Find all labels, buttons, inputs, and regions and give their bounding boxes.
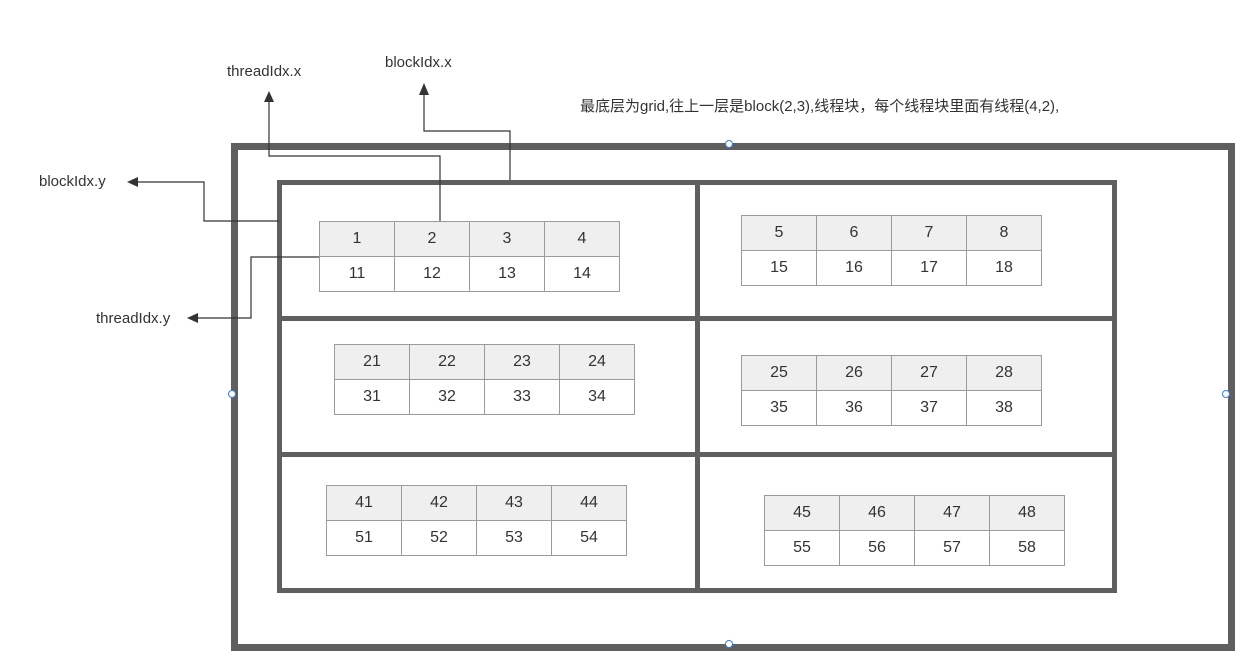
thread-cell: 11 — [319, 256, 395, 292]
thread-cell: 25 — [741, 355, 817, 391]
thread-cell: 56 — [839, 530, 915, 566]
selection-handle-bottom[interactable] — [725, 640, 733, 648]
thread-table: 5 6 7 8 15 16 17 18 — [741, 215, 1042, 286]
thread-cell: 7 — [891, 215, 967, 251]
thread-cell: 26 — [816, 355, 892, 391]
thread-cell: 23 — [484, 344, 560, 380]
thread-cell: 15 — [741, 250, 817, 286]
arrowhead-up-icon — [419, 83, 429, 95]
thread-cell: 52 — [401, 520, 477, 556]
thread-cell: 3 — [469, 221, 545, 257]
thread-cell: 42 — [401, 485, 477, 521]
block-idx-y-label: blockIdx.y — [39, 173, 106, 190]
thread-cell: 17 — [891, 250, 967, 286]
description-text: 最底层为grid,往上一层是block(2,3),线程块，每个线程块里面有线程(… — [580, 98, 1060, 115]
selection-handle-top[interactable] — [725, 140, 733, 148]
thread-cell: 33 — [484, 379, 560, 415]
thread-cell: 54 — [551, 520, 627, 556]
thread-cell: 28 — [966, 355, 1042, 391]
thread-cell: 34 — [559, 379, 635, 415]
thread-cell: 6 — [816, 215, 892, 251]
thread-cell: 36 — [816, 390, 892, 426]
block-idx-x-label: blockIdx.x — [385, 54, 452, 71]
thread-table: 41 42 43 44 51 52 53 54 — [326, 485, 627, 556]
thread-table: 1 2 3 4 11 12 13 14 — [319, 221, 620, 292]
thread-cell: 27 — [891, 355, 967, 391]
arrowhead-up-icon — [264, 91, 274, 102]
thread-cell: 57 — [914, 530, 990, 566]
thread-cell: 44 — [551, 485, 627, 521]
arrowhead-left-icon — [127, 177, 138, 187]
thread-cell: 51 — [326, 520, 402, 556]
thread-cell: 37 — [891, 390, 967, 426]
thread-cell: 12 — [394, 256, 470, 292]
thread-idx-y-label: threadIdx.y — [96, 310, 171, 327]
thread-cell: 32 — [409, 379, 485, 415]
thread-cell: 5 — [741, 215, 817, 251]
thread-cell: 45 — [764, 495, 840, 531]
thread-cell: 35 — [741, 390, 817, 426]
thread-cell: 53 — [476, 520, 552, 556]
thread-cell: 46 — [839, 495, 915, 531]
thread-cell: 22 — [409, 344, 485, 380]
thread-cell: 21 — [334, 344, 410, 380]
thread-cell: 55 — [764, 530, 840, 566]
thread-table: 21 22 23 24 31 32 33 34 — [334, 344, 635, 415]
thread-cell: 14 — [544, 256, 620, 292]
thread-cell: 58 — [989, 530, 1065, 566]
thread-idx-x-label: threadIdx.x — [227, 63, 302, 80]
thread-cell: 48 — [989, 495, 1065, 531]
thread-cell: 31 — [334, 379, 410, 415]
thread-cell: 4 — [544, 221, 620, 257]
arrowhead-left-icon — [187, 313, 198, 323]
thread-table: 45 46 47 48 55 56 57 58 — [764, 495, 1065, 566]
selection-handle-right[interactable] — [1222, 390, 1230, 398]
thread-cell: 16 — [816, 250, 892, 286]
thread-cell: 24 — [559, 344, 635, 380]
thread-cell: 2 — [394, 221, 470, 257]
thread-cell: 38 — [966, 390, 1042, 426]
thread-cell: 41 — [326, 485, 402, 521]
thread-cell: 18 — [966, 250, 1042, 286]
thread-table: 25 26 27 28 35 36 37 38 — [741, 355, 1042, 426]
block-1-2 — [695, 452, 1117, 593]
thread-cell: 8 — [966, 215, 1042, 251]
thread-cell: 43 — [476, 485, 552, 521]
selection-handle-left[interactable] — [228, 390, 236, 398]
thread-cell: 1 — [319, 221, 395, 257]
thread-cell: 13 — [469, 256, 545, 292]
thread-cell: 47 — [914, 495, 990, 531]
